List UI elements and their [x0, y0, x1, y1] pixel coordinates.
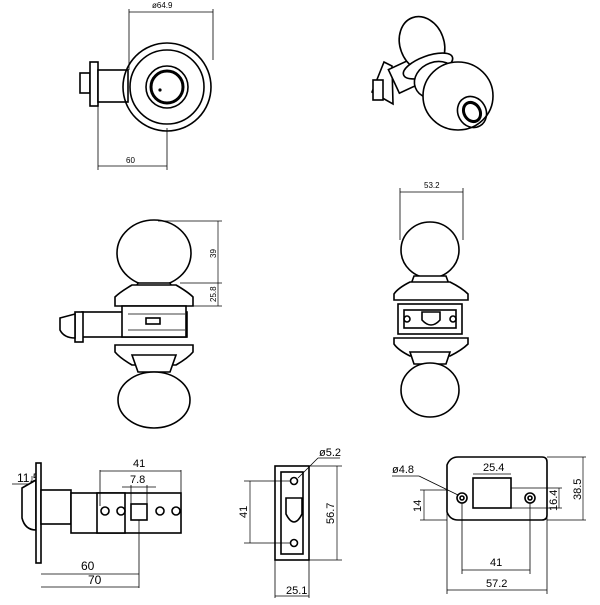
latch-front-plate: [74, 311, 84, 343]
dim-latch-hole-offset: 7.8: [130, 474, 145, 486]
dim-plate-slot-height: 16.4: [548, 490, 560, 511]
strike-plate-drawing: ø5.2 41 56.7 25.1: [238, 447, 342, 598]
dim-plate-height: 38.5: [572, 479, 584, 500]
front-screw-hole-right: [449, 315, 457, 323]
face-plate-hole-right-inner: [527, 495, 533, 501]
dim-plate-slot-width: 25.4: [483, 462, 504, 474]
latch-bolt-profile: [21, 478, 37, 531]
front-top-rose: [393, 281, 469, 301]
latch-flange: [89, 61, 99, 107]
bottom-knob: [117, 371, 191, 429]
dim-plate-hole: ø4.8: [392, 464, 414, 476]
iso-key-cylinder: [456, 95, 488, 129]
bottom-knob-neck: [130, 354, 178, 373]
dim-backset-60: 60: [81, 559, 95, 573]
iso-keyhole: [461, 100, 483, 124]
latch-hole-2: [116, 506, 126, 516]
keyhole-dot: [158, 88, 162, 92]
isometric-view-drawing: [370, 15, 494, 131]
leader-line: [297, 457, 319, 479]
dim-top-diameter: ø64.9: [152, 1, 173, 10]
latch-detail-drawing: 11.5 41 7.8 60 70: [12, 458, 182, 588]
dim-backset-70: 70: [88, 573, 102, 587]
dim-strike-hole-spacing: 41: [238, 506, 250, 518]
face-plate-hole-left-inner: [459, 495, 465, 501]
keyhole-ring: [149, 69, 185, 105]
latch-square-hole: [130, 503, 148, 521]
dim-strike-height: 56.7: [325, 503, 337, 524]
top-rose: [114, 284, 194, 307]
dim-plate-hole-spacing: 41: [490, 557, 502, 569]
latch-tube: [40, 489, 72, 525]
side-view-drawing: 39 25.8: [59, 219, 222, 429]
face-plate-slot: [472, 477, 512, 509]
face-plate-drawing: ø4.8 25.4 38.5 16.4 14 41 57.2: [392, 456, 586, 594]
front-top-knob: [400, 221, 460, 279]
front-latch-cutout: [421, 311, 441, 326]
dim-plate-width: 57.2: [486, 578, 507, 590]
rose-outer-circle: [122, 42, 212, 132]
rose-inner-circle: [129, 49, 205, 125]
knob-circle: [145, 65, 189, 109]
front-bottom-knob: [400, 362, 460, 418]
latch-hole-1: [100, 506, 110, 516]
dim-rose-height: 25.8: [209, 286, 218, 302]
latch-hole-3: [155, 506, 165, 516]
dim-knob-height: 39: [209, 249, 218, 258]
dim-strike-hole: ø5.2: [319, 447, 341, 459]
strike-plate-inner: [280, 471, 304, 555]
spindle-slot: [145, 317, 161, 325]
leader-line: [418, 475, 459, 496]
dim-knob-width: 53.2: [424, 181, 440, 190]
dim-top-depth: 60: [126, 156, 135, 165]
strike-hole-bottom: [289, 538, 299, 548]
latch-bolt: [59, 312, 76, 339]
dim-latch-hole-spacing: 41: [133, 458, 145, 470]
latch-face-plate: [79, 72, 91, 94]
top-view-drawing: ø64.9 60: [79, 1, 214, 170]
latch-case: [70, 492, 182, 534]
front-screw-hole-left: [403, 315, 411, 323]
top-knob: [116, 219, 192, 287]
front-view-drawing: 53.2: [393, 181, 469, 418]
dim-plate-offset: 14: [412, 500, 424, 512]
iso-latch-face: [372, 79, 384, 101]
strike-cutout: [285, 497, 303, 523]
strike-hole-top: [289, 476, 299, 486]
dim-strike-width: 25.1: [286, 585, 307, 597]
iso-front-knob: [422, 61, 494, 131]
latch-hole-4: [171, 506, 181, 516]
front-bottom-neck: [408, 351, 452, 365]
